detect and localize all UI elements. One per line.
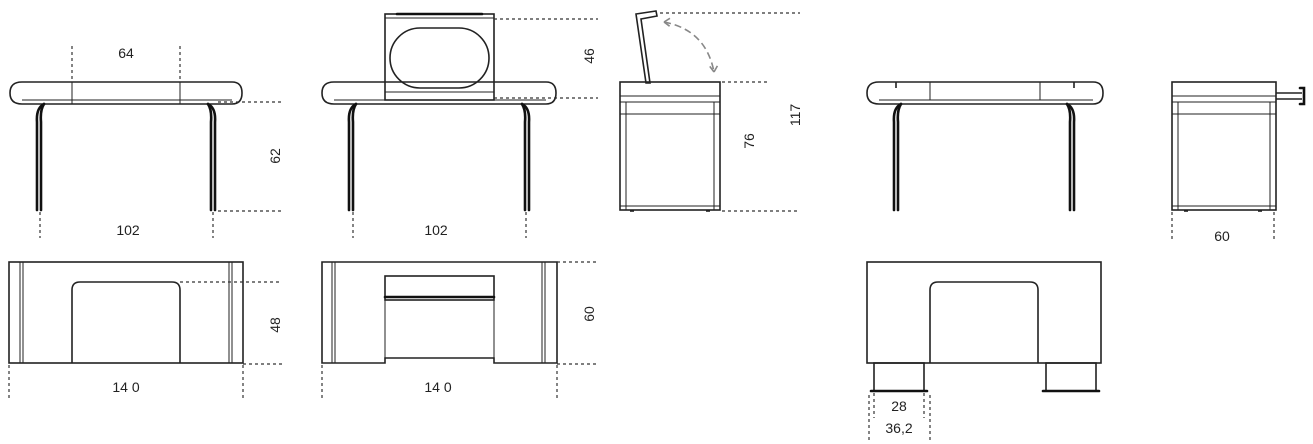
side-total-height-label: 117 xyxy=(787,104,803,127)
mirror-height-label: 46 xyxy=(581,48,597,64)
desk-plan-dimensions xyxy=(8,281,282,398)
desk-plan-view xyxy=(8,261,244,364)
plan-width-label: 14 0 xyxy=(112,379,139,395)
closed-desk-front-view xyxy=(866,81,1104,212)
desk-front-dimensions xyxy=(39,46,282,238)
side-depth-label: 60 xyxy=(1214,228,1230,244)
vanity-plan-view xyxy=(321,261,558,364)
vanity-front-dimensions xyxy=(352,18,598,238)
closed-desk-plan-view xyxy=(866,261,1102,393)
mirror-plan-width-label: 14 0 xyxy=(424,379,451,395)
side-height-label: 76 xyxy=(741,133,757,149)
vanity-front-view xyxy=(321,12,557,212)
vanity-side-dimensions xyxy=(660,12,800,212)
vanity-plan-dimensions xyxy=(321,261,598,398)
leg-outer-width-label: 36,2 xyxy=(885,420,912,436)
mirror-plan-depth-label: 60 xyxy=(581,306,597,322)
front-height-label: 62 xyxy=(267,148,283,164)
front-top-width-label: 64 xyxy=(118,45,134,61)
leg-dimensions xyxy=(868,393,931,440)
closed-side-view xyxy=(1171,81,1306,212)
desk-front-view xyxy=(9,81,243,212)
plan-depth-label: 48 xyxy=(267,317,283,333)
closed-side-dimensions xyxy=(1171,212,1275,242)
leg-width-label: 28 xyxy=(891,398,907,414)
mirror-front-width-label: 102 xyxy=(424,222,448,238)
vanity-side-view xyxy=(619,10,721,212)
front-width-label: 102 xyxy=(116,222,140,238)
